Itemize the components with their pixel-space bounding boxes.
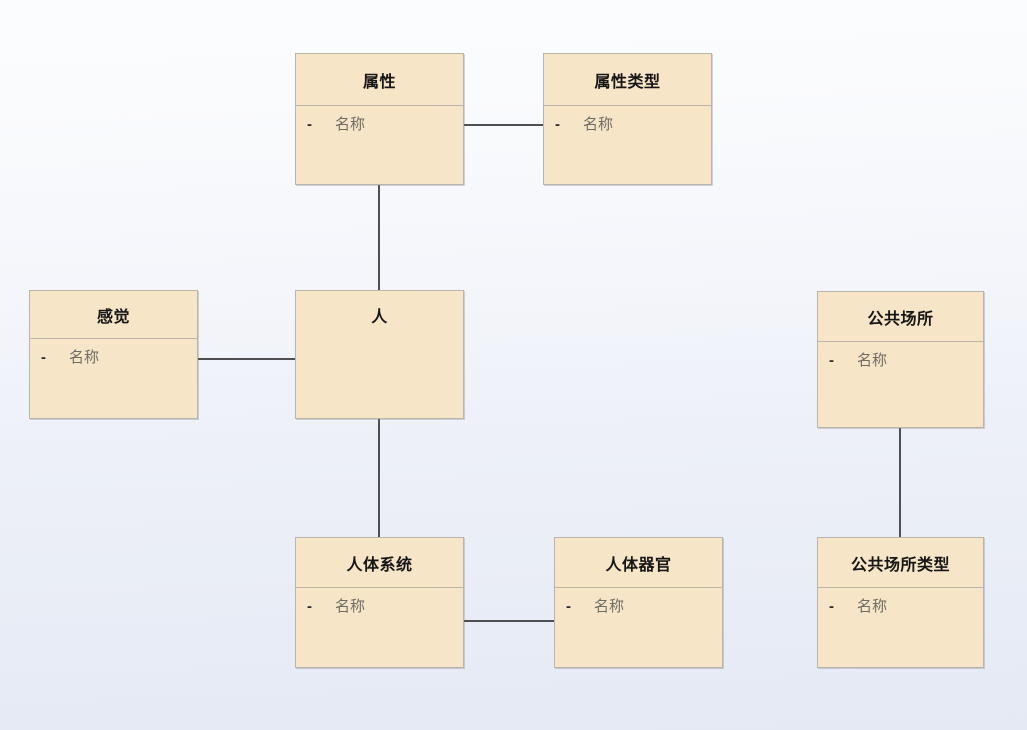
attribute-row: - 名称 <box>818 597 983 617</box>
class-node-sense[interactable]: 感觉 - 名称 <box>29 290 198 419</box>
class-attributes-public-place: - 名称 <box>818 342 983 371</box>
attribute-row: - 名称 <box>296 115 463 135</box>
edge-person-to-body-system[interactable] <box>378 419 380 538</box>
class-node-body-system[interactable]: 人体系统 - 名称 <box>295 537 464 668</box>
class-attributes-sense: - 名称 <box>30 339 197 368</box>
attribute-name: 名称 <box>69 349 100 366</box>
edge-public-place-to-public-place-type[interactable] <box>899 428 901 538</box>
attribute-name: 名称 <box>335 598 366 615</box>
attribute-row: - 名称 <box>555 597 722 617</box>
class-title-public-place-type: 公共场所类型 <box>818 538 983 588</box>
class-node-public-place[interactable]: 公共场所 - 名称 <box>817 291 984 428</box>
class-node-attribute-type[interactable]: 属性类型 - 名称 <box>543 53 712 185</box>
attribute-name: 名称 <box>335 116 366 133</box>
class-attributes-person <box>296 339 463 348</box>
visibility-marker: - <box>829 352 834 369</box>
visibility-marker: - <box>307 598 312 615</box>
attribute-row: - 名称 <box>30 348 197 368</box>
visibility-marker: - <box>829 598 834 615</box>
class-title-attribute: 属性 <box>296 54 463 106</box>
visibility-marker: - <box>555 116 560 133</box>
class-node-attribute[interactable]: 属性 - 名称 <box>295 53 464 185</box>
class-node-public-place-type[interactable]: 公共场所类型 - 名称 <box>817 537 984 668</box>
class-title-person: 人 <box>371 309 388 326</box>
class-attributes-attribute-type: - 名称 <box>544 106 711 135</box>
class-node-person[interactable]: 人 <box>295 290 464 419</box>
visibility-marker: - <box>41 349 46 366</box>
class-title-body-system: 人体系统 <box>296 538 463 588</box>
class-node-body-organ[interactable]: 人体器官 - 名称 <box>554 537 723 668</box>
attribute-row: - 名称 <box>544 115 711 135</box>
edge-sense-to-person[interactable] <box>198 358 296 360</box>
edge-body-system-to-body-organ[interactable] <box>464 620 555 622</box>
class-title-public-place: 公共场所 <box>818 292 983 342</box>
visibility-marker: - <box>566 598 571 615</box>
attribute-name: 名称 <box>857 352 888 369</box>
visibility-marker: - <box>307 116 312 133</box>
edge-attribute-to-person[interactable] <box>378 185 380 291</box>
attribute-name: 名称 <box>857 598 888 615</box>
attribute-name: 名称 <box>594 598 625 615</box>
class-title-sense: 感觉 <box>30 291 197 339</box>
attribute-name: 名称 <box>583 116 614 133</box>
edge-attribute-to-attribute-type[interactable] <box>464 124 544 126</box>
class-attributes-attribute: - 名称 <box>296 106 463 135</box>
class-attributes-body-system: - 名称 <box>296 588 463 617</box>
class-title-body-organ: 人体器官 <box>555 538 722 588</box>
attribute-row: - 名称 <box>818 351 983 371</box>
class-attributes-public-place-type: - 名称 <box>818 588 983 617</box>
attribute-row: - 名称 <box>296 597 463 617</box>
class-title-attribute-type: 属性类型 <box>544 54 711 106</box>
class-attributes-body-organ: - 名称 <box>555 588 722 617</box>
